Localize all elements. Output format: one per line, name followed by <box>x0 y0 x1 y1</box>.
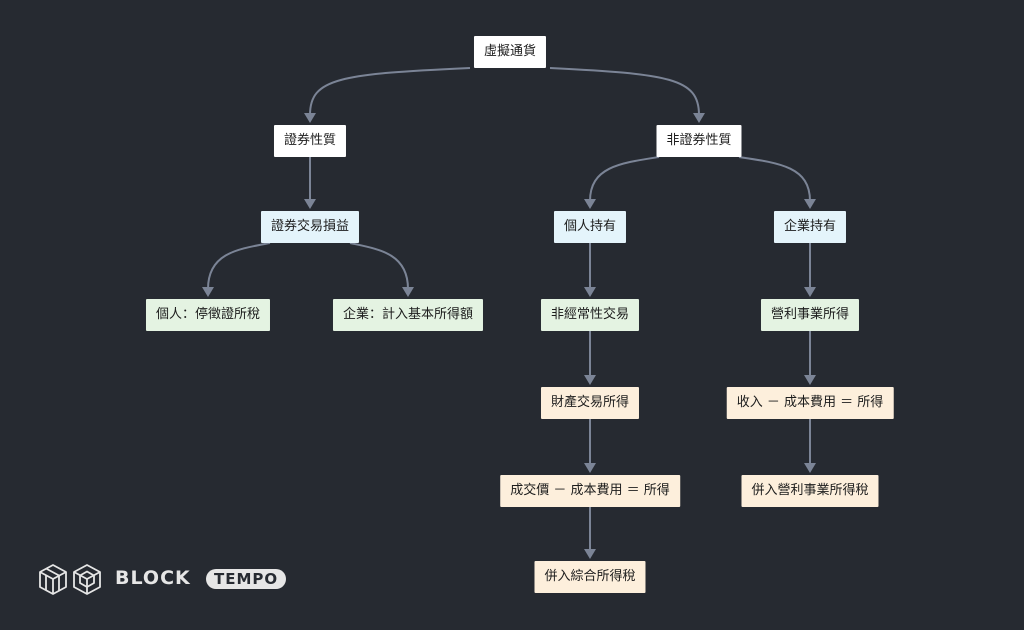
node-securities: 證券性質 <box>273 125 347 157</box>
arrowhead-business_tax <box>804 463 816 473</box>
node-enterprise-holding: 企業持有 <box>773 211 847 243</box>
node-revenue-formula: 收入 － 成本費用 ＝ 所得 <box>726 387 894 419</box>
arrowhead-consolidated_tax <box>584 549 596 559</box>
edge-root-to-securities <box>309 67 471 116</box>
node-consolidated-tax: 併入綜合所得稅 <box>534 561 646 593</box>
arrowhead-securities_enterprise <box>402 287 414 297</box>
arrowhead-securities <box>304 113 316 123</box>
arrowhead-securities_individual <box>202 287 214 297</box>
arrowhead-deal_formula <box>584 463 596 473</box>
node-root: 虛擬通貨 <box>473 36 547 68</box>
arrowhead-securities_gain <box>304 199 316 209</box>
brand-tempo-text: TEMPO <box>206 569 287 589</box>
node-business-income: 營利事業所得 <box>760 299 860 331</box>
node-non-securities: 非證券性質 <box>656 125 742 157</box>
arrowhead-property_income <box>584 375 596 385</box>
edge-root-to-non_securities <box>549 67 700 116</box>
arrowhead-business_income <box>804 287 816 297</box>
node-non-recurring: 非經常性交易 <box>540 299 640 331</box>
arrowhead-enterprise_holding <box>804 199 816 209</box>
node-securities-gain: 證券交易損益 <box>260 211 360 243</box>
brand-block-text: BLOCK <box>115 567 191 589</box>
edge-non_securities-to-enterprise_holding <box>738 156 811 202</box>
arrowhead-non_securities <box>693 113 705 123</box>
edge-securities_gain-to-securities_individual <box>207 242 271 290</box>
edge-non_securities-to-individual_holding <box>589 156 660 202</box>
arrowhead-individual_holding <box>584 199 596 209</box>
node-securities-individual: 個人：停徵證所稅 <box>145 299 271 331</box>
node-individual-holding: 個人持有 <box>553 211 627 243</box>
node-securities-enterprise: 企業：計入基本所得額 <box>332 299 484 331</box>
cube-logo-icon <box>39 564 101 595</box>
node-property-income: 財產交易所得 <box>540 387 640 419</box>
arrowhead-revenue_formula <box>804 375 816 385</box>
edge-securities_gain-to-securities_enterprise <box>349 242 409 290</box>
arrowhead-non_recurring <box>584 287 596 297</box>
node-business-tax: 併入營利事業所得稅 <box>741 475 879 507</box>
node-deal-formula: 成交價 － 成本費用 ＝ 所得 <box>500 475 680 507</box>
